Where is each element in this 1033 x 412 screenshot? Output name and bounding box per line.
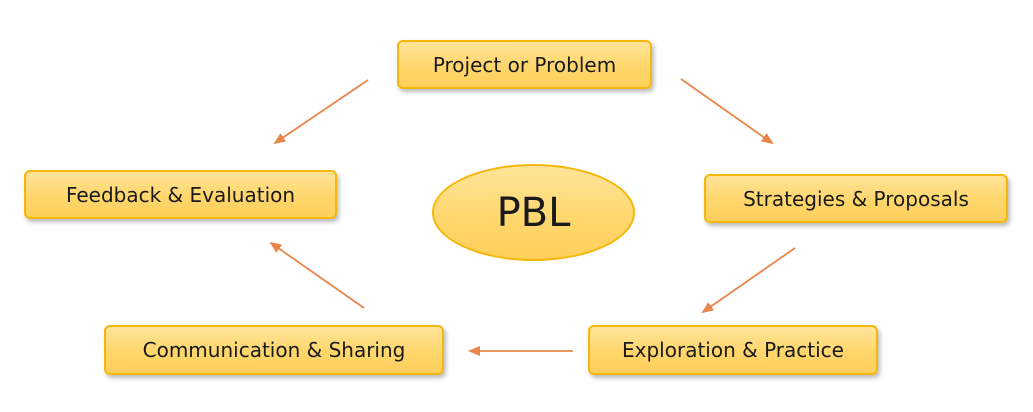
node-label: Project or Problem <box>432 52 617 77</box>
arrow-project-to-strategies <box>680 78 774 145</box>
arrow-communication-to-feedback <box>269 241 365 309</box>
node-project-or-problem: Project or Problem <box>397 40 652 89</box>
arrow-strategies-to-exploration <box>701 247 796 314</box>
node-label: Communication & Sharing <box>142 338 406 362</box>
center-pbl-ellipse: PBL <box>432 164 635 261</box>
arrow-feedback-to-project <box>273 79 369 145</box>
node-communication-and-sharing: Communication & Sharing <box>104 325 444 375</box>
node-exploration-and-practice: Exploration & Practice <box>588 325 878 375</box>
node-feedback-and-evaluation: Feedback & Evaluation <box>24 170 337 219</box>
node-label: Feedback & Evaluation <box>65 182 296 207</box>
center-label: PBL <box>496 189 571 236</box>
node-label: Strategies & Proposals <box>743 186 969 211</box>
node-label: Exploration & Practice <box>622 338 844 362</box>
node-strategies-and-proposals: Strategies & Proposals <box>704 174 1008 223</box>
